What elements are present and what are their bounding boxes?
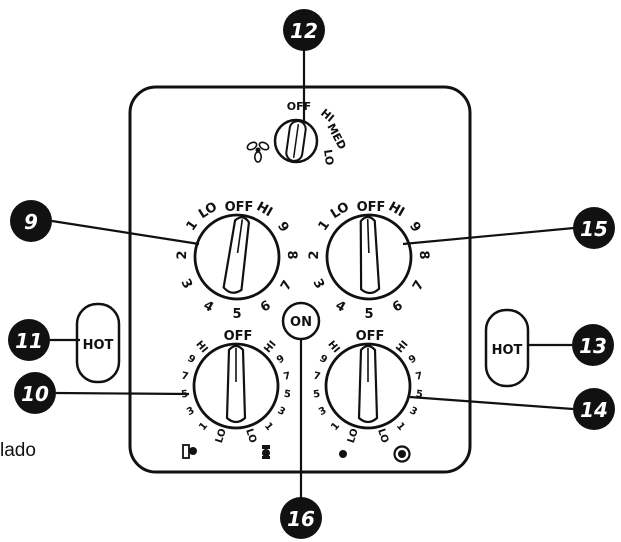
hot-indicator-right-label: HOT <box>492 343 523 358</box>
callout-15: 15 <box>573 207 615 249</box>
knob-label: HI <box>386 199 407 220</box>
knob-label-off: OFF <box>356 329 385 344</box>
fan-label-off: OFF <box>287 100 311 113</box>
knob-label-right: 7 <box>283 371 292 383</box>
knob-label-off: OFF <box>224 329 253 344</box>
knob-label-left: LO <box>214 427 229 444</box>
hot-indicator-left <box>75 302 121 384</box>
knob-label-left: 9 <box>185 353 197 366</box>
svg-text:16: 16 <box>287 507 315 531</box>
element-icon-dual <box>393 445 411 463</box>
knob-label-left: 3 <box>185 405 196 418</box>
knob-handle <box>225 344 247 424</box>
knob-label-right: 9 <box>407 353 419 366</box>
leader-15 <box>402 226 575 246</box>
svg-text:12: 12 <box>290 19 318 43</box>
fan-icon <box>246 141 270 163</box>
knob-label-left: 3 <box>317 405 328 418</box>
knob-label-left: 9 <box>317 353 329 366</box>
svg-text:10: 10 <box>21 382 49 406</box>
callout-12: 12 <box>283 9 325 51</box>
svg-text:9: 9 <box>24 210 38 234</box>
knob-label-right: 3 <box>408 405 419 418</box>
leader-9 <box>51 219 200 246</box>
side-text: lado <box>0 440 36 461</box>
fan-knob[interactable] <box>273 118 319 164</box>
knob-label: 8 <box>284 250 299 260</box>
leader-10 <box>55 391 190 396</box>
callout-9: 9 <box>10 200 52 242</box>
knob-label-off: OFF <box>225 200 254 215</box>
knob-label: 5 <box>364 307 373 322</box>
callout-11: 11 <box>8 319 50 361</box>
element-icon-single <box>339 450 347 458</box>
callout-13: 13 <box>572 324 614 366</box>
knob-label-right: 7 <box>415 371 424 383</box>
knob-label: HI <box>254 199 275 220</box>
knob-pointer <box>366 218 370 254</box>
knob-label-right: 9 <box>275 353 287 366</box>
knob-handle <box>357 344 379 424</box>
knob-label-left: LO <box>346 427 361 444</box>
knob-label: 8 <box>416 250 431 260</box>
leader-14 <box>409 395 574 411</box>
fan-label-lo: LO <box>321 149 336 167</box>
knob-label-right: LO <box>243 427 258 444</box>
knob-label-right: 5 <box>415 389 423 401</box>
on-indicator-label: ON <box>290 315 312 330</box>
knob-label: 2 <box>307 250 322 260</box>
knob-label-right: LO <box>375 427 390 444</box>
knob-handle <box>359 215 381 295</box>
knob-label-off: OFF <box>357 200 386 215</box>
callout-10: 10 <box>14 372 56 414</box>
knob-label-right: 3 <box>276 405 287 418</box>
knob-pointer <box>236 219 244 254</box>
svg-text:15: 15 <box>580 217 608 241</box>
knob-label-left: 7 <box>312 371 321 383</box>
svg-text:14: 14 <box>580 398 608 422</box>
knob-label: 2 <box>175 250 190 260</box>
knob-label-right: 5 <box>283 389 291 401</box>
knob-label: 5 <box>232 307 241 322</box>
callout-14: 14 <box>573 388 615 430</box>
hot-indicator-left-label: HOT <box>83 338 114 353</box>
svg-text:13: 13 <box>579 334 607 358</box>
callout-16: 16 <box>280 497 322 539</box>
element-icon-left <box>182 444 197 459</box>
svg-text:11: 11 <box>15 329 43 353</box>
knob-handle <box>222 216 251 294</box>
hot-indicator-right <box>484 308 530 388</box>
knob-label-left: 5 <box>312 389 320 401</box>
knob-label-left: 7 <box>180 371 189 383</box>
element-icon-center-left <box>262 445 270 459</box>
